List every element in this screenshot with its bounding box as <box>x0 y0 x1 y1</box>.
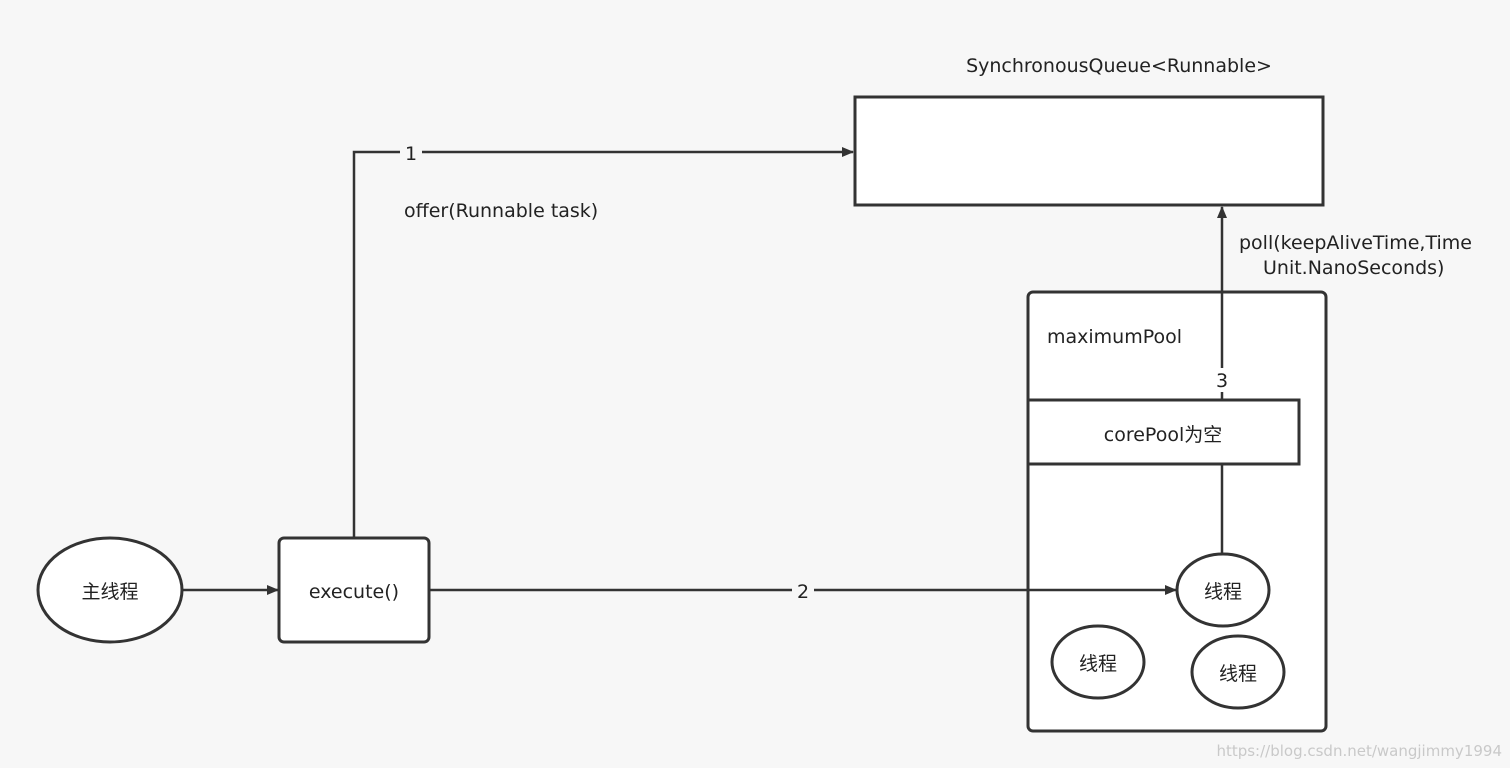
main-thread-node <box>36 536 184 644</box>
edge-offer-line <box>352 147 854 537</box>
edge-poll-number-bg <box>1211 368 1233 392</box>
edge-offer-number-bg <box>400 142 422 164</box>
main-thread-label: 主线程 <box>81 581 138 603</box>
thread-label-active: 线程 <box>1204 581 1242 603</box>
edge-dispatch-number: 2 <box>797 581 809 603</box>
edge-dispatch-number-bg <box>792 580 814 602</box>
core-pool-box <box>1026 398 1301 466</box>
thread-label-idle-left: 线程 <box>1079 653 1117 675</box>
execute-label: execute() <box>309 581 399 603</box>
thread-label-idle-right: 线程 <box>1219 663 1257 685</box>
maximum-pool-label: maximumPool <box>1047 326 1182 348</box>
thread-node-idle-right <box>1190 634 1286 710</box>
edge-poll-label-line2: Unit.NanoSeconds) <box>1263 257 1444 279</box>
thread-node-idle-left <box>1050 624 1146 700</box>
execute-node <box>277 536 431 644</box>
edge-poll-label-line1: poll(keepAliveTime,Time <box>1239 232 1472 254</box>
edge-offer-number: 1 <box>405 143 417 165</box>
watermark-text: https://blog.csdn.net/wangjimmy1994 <box>1216 742 1502 760</box>
edge-poll-number: 3 <box>1216 370 1228 392</box>
edge-offer-label: offer(Runnable task) <box>404 200 598 222</box>
queue-title: SynchronousQueue<Runnable> <box>966 55 1272 77</box>
core-pool-label: corePool为空 <box>1104 424 1222 446</box>
thread-node-active <box>1175 552 1271 628</box>
synchronous-queue-box <box>853 95 1325 207</box>
